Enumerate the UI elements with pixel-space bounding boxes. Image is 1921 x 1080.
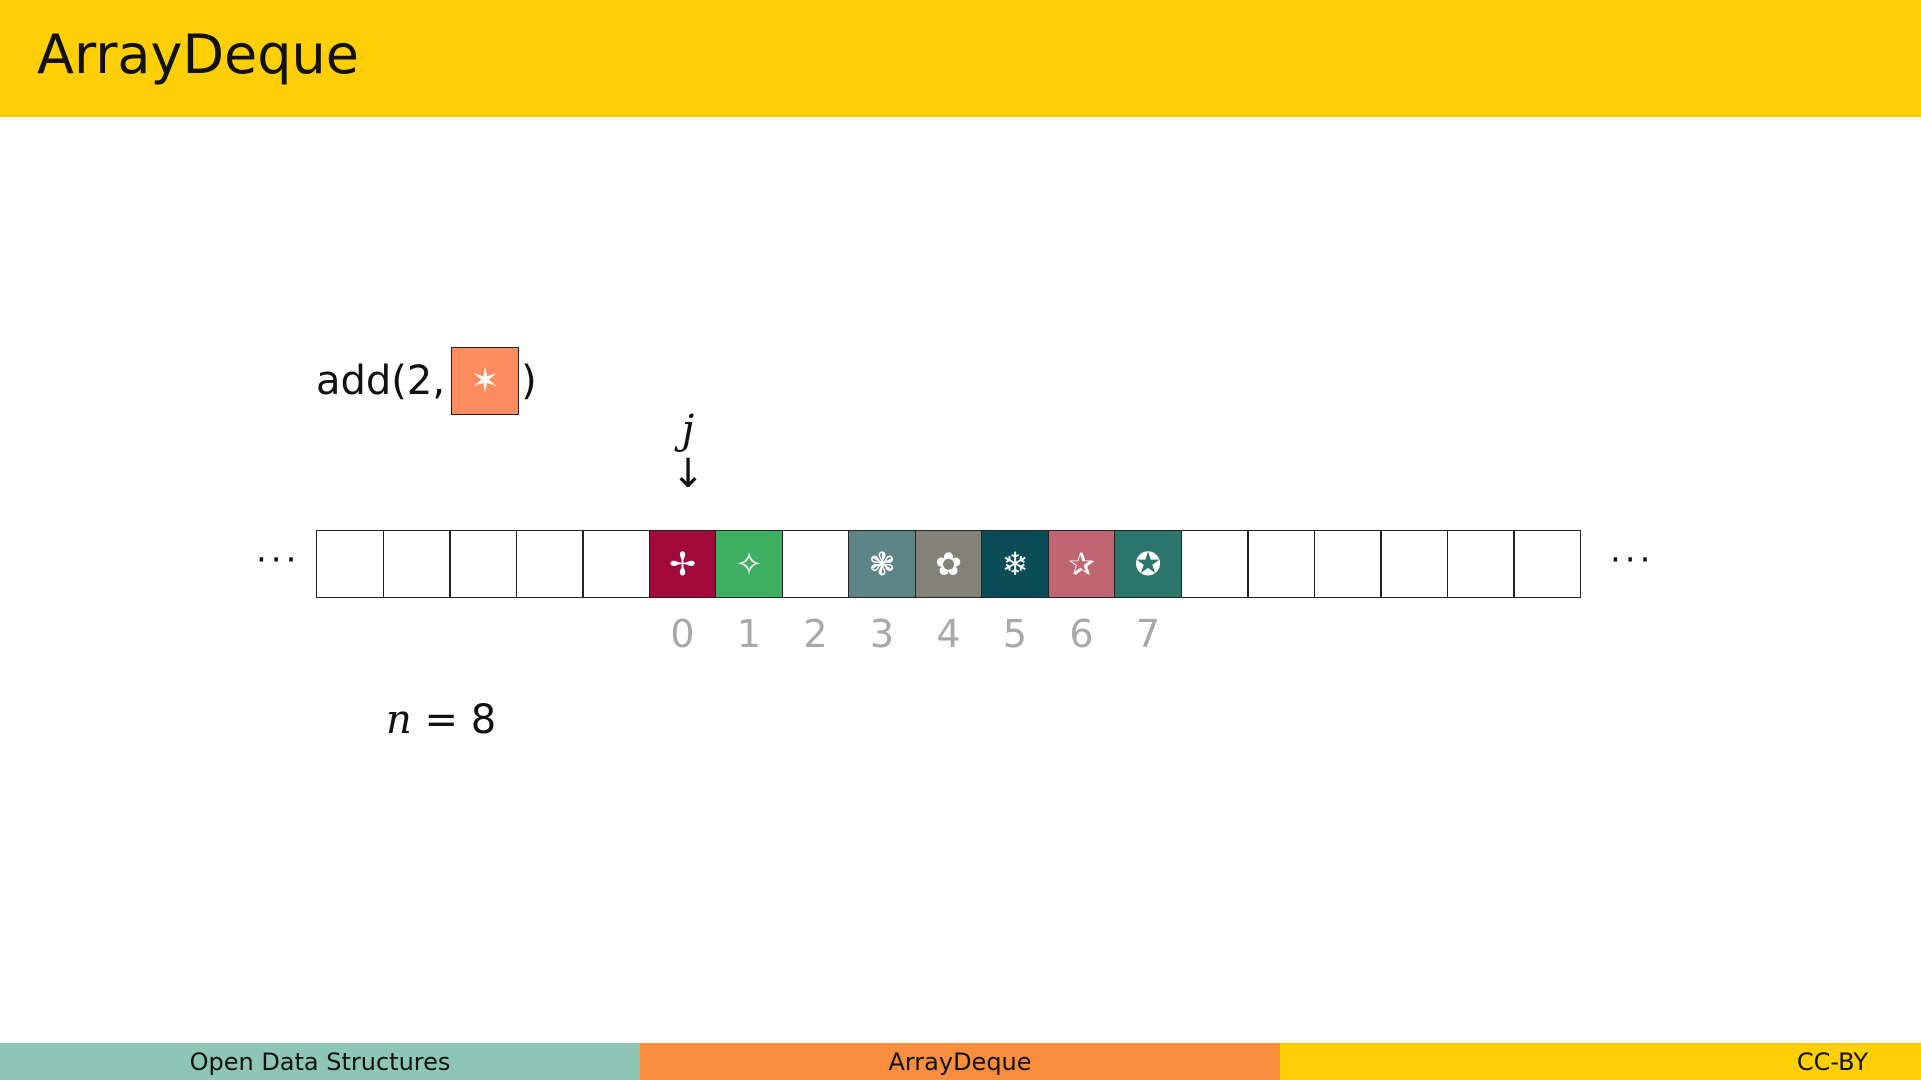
four-point-star-icon: ✧ (735, 545, 763, 583)
footer-right-text: CC-BY (1796, 1047, 1868, 1076)
array-cell-filled: ✰ (1047, 530, 1116, 598)
operation-element-box: ✶ (451, 347, 520, 415)
array-cell-empty (382, 530, 451, 598)
array-cell-empty (582, 530, 650, 598)
array-cell-filled: ✢ (648, 530, 717, 598)
footer-left: Open Data Structures (0, 1043, 640, 1080)
footer-center-text: ArrayDeque (888, 1047, 1032, 1076)
array-cell-empty (781, 530, 850, 598)
operation-label: add(2, ✶ ) (316, 345, 537, 417)
array-cell-filled: ✪ (1114, 530, 1182, 598)
array-index-label: 0 (670, 612, 695, 656)
down-arrow-icon: ↓ (671, 451, 705, 497)
asterisk-flower-icon: ❃ (868, 545, 896, 583)
left-ellipsis: ··· (256, 540, 301, 580)
array-cell-filled: ✿ (914, 530, 983, 598)
size-label: n = 8 (386, 697, 496, 743)
array-cell-empty (316, 530, 384, 598)
array-cell-empty (449, 530, 517, 598)
operation-suffix: ) (521, 358, 537, 404)
backing-array: ✢ ✧ ❃ ✿ ❄ ✰ ✪ (316, 530, 1581, 598)
footer-left-text: Open Data Structures (189, 1047, 451, 1076)
operation-prefix: add(2, (316, 358, 446, 404)
array-index-label: 2 (803, 612, 828, 656)
four-petal-cross-icon: ✢ (669, 545, 696, 583)
index-pointer: j ↓ (658, 410, 718, 494)
array-index-label: 1 (736, 612, 762, 656)
array-index-label: 7 (1135, 612, 1161, 656)
shadowed-star-icon: ✰ (1068, 545, 1095, 583)
array-cell-filled: ❄ (981, 530, 1049, 598)
array-cell-empty (1313, 530, 1382, 598)
flower-icon: ✿ (935, 545, 962, 583)
array-cell-filled: ✧ (715, 530, 783, 598)
circled-star-icon: ✪ (1134, 545, 1162, 583)
size-value: 8 (470, 697, 497, 743)
footer-right: CC-BY (1280, 1043, 1921, 1080)
snowflake-icon: ❄ (1001, 545, 1029, 583)
slide-title: ArrayDeque (37, 23, 359, 86)
title-bar: ArrayDeque (0, 0, 1921, 117)
array-index-label: 4 (936, 612, 961, 656)
array-index-label: 3 (869, 612, 895, 656)
six-point-star-icon: ✶ (470, 361, 500, 401)
array-cell-empty (1180, 530, 1249, 598)
array-index-label: 5 (1002, 612, 1028, 656)
size-equals: = (411, 697, 471, 743)
size-variable: n (386, 697, 412, 743)
array-cell-empty (1513, 530, 1581, 598)
footer-center: ArrayDeque (640, 1043, 1280, 1080)
array-cell-filled: ❃ (848, 530, 916, 598)
array-cell-empty (1247, 530, 1315, 598)
pointer-label: j (681, 407, 695, 453)
array-cell-empty (515, 530, 584, 598)
array-index-label: 6 (1069, 612, 1094, 656)
footer-bar: Open Data Structures ArrayDeque CC-BY (0, 1043, 1921, 1080)
array-cell-empty (1380, 530, 1448, 598)
right-ellipsis: ··· (1610, 540, 1655, 580)
array-cell-empty (1446, 530, 1515, 598)
